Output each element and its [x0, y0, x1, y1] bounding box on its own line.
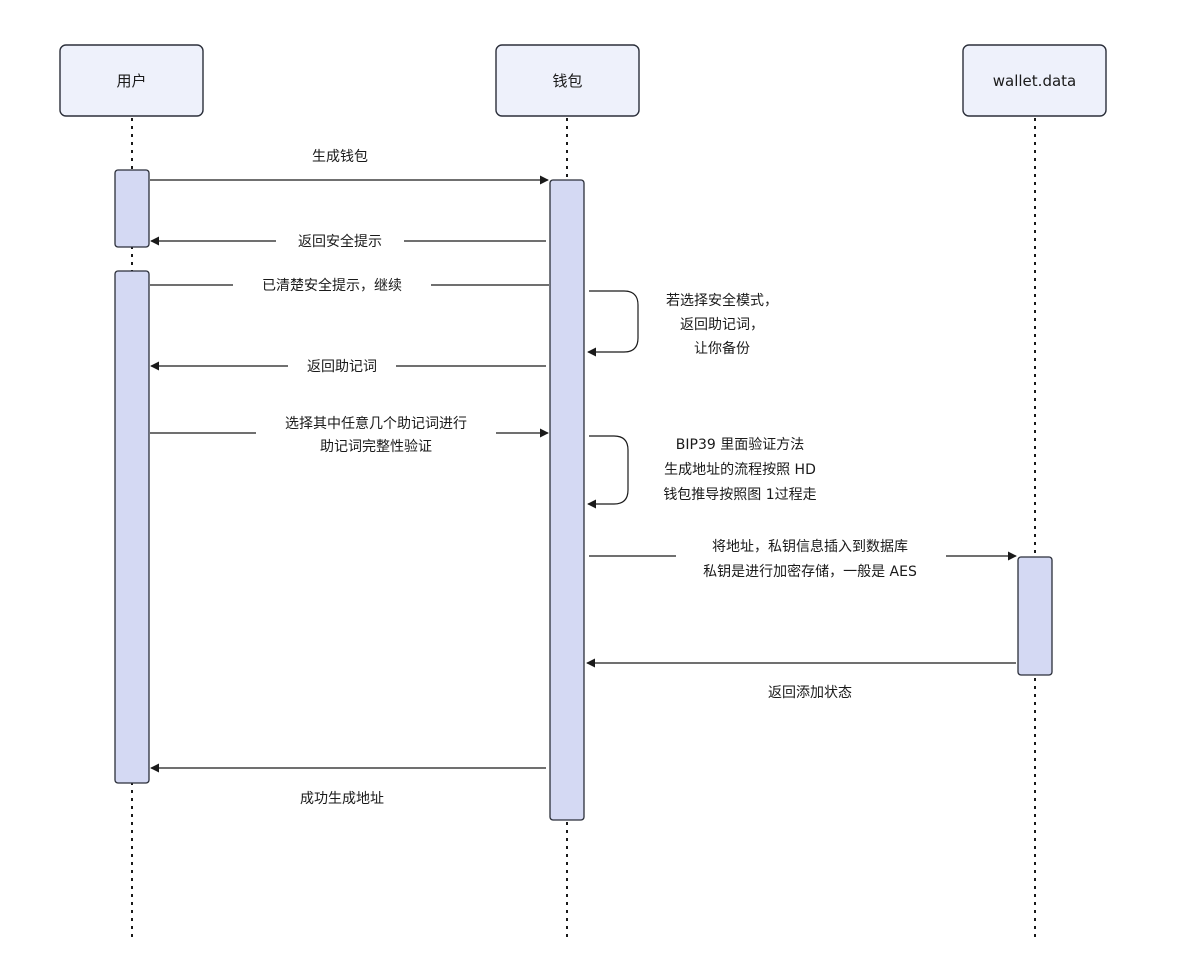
self-message-secure-mode: 若选择安全模式， 返回助记词， 让你备份 — [587, 290, 778, 357]
self-message-bip39-line2: 生成地址的流程按照 HD — [664, 462, 816, 478]
message-address-success: 成功生成地址 — [150, 763, 546, 807]
message-return-add-status-label: 返回添加状态 — [768, 685, 852, 701]
message-return-security-tip: 返回安全提示 — [150, 231, 546, 251]
message-insert-db-line2: 私钥是进行加密存储，一般是 AES — [703, 563, 917, 580]
self-message-secure-mode-line1: 若选择安全模式， — [666, 292, 778, 309]
activation-user-2 — [114, 270, 150, 784]
message-verify-mnemonic-line1: 选择其中任意几个助记词进行 — [285, 415, 467, 432]
message-create-wallet: 生成钱包 — [150, 149, 549, 185]
actor-user[interactable]: 用户 — [59, 44, 204, 117]
self-message-bip39: BIP39 里面验证方法 生成地址的流程按照 HD 钱包推导按照图 1过程走 — [587, 435, 817, 509]
message-address-success-label: 成功生成地址 — [300, 791, 384, 807]
message-return-mnemonic-label: 返回助记词 — [307, 359, 377, 375]
message-verify-mnemonic-line2: 助记词完整性验证 — [320, 439, 432, 455]
self-message-secure-mode-line2: 返回助记词， — [680, 317, 764, 333]
activation-wallet — [549, 179, 585, 821]
message-return-add-status: 返回添加状态 — [586, 658, 1016, 701]
actor-wallet[interactable]: 钱包 — [495, 44, 640, 117]
message-verify-mnemonic: 选择其中任意几个助记词进行 助记词完整性验证 — [150, 411, 549, 455]
self-message-bip39-line3: 钱包推导按照图 1过程走 — [663, 487, 816, 503]
activation-storage — [1017, 556, 1053, 676]
actor-wallet-label: 钱包 — [552, 72, 582, 90]
message-return-mnemonic: 返回助记词 — [150, 356, 546, 376]
message-ack-continue: 已清楚安全提示，继续 — [150, 275, 549, 295]
self-message-bip39-line1: BIP39 里面验证方法 — [676, 437, 804, 453]
self-message-secure-mode-line3: 让你备份 — [694, 340, 750, 357]
message-ack-continue-label: 已清楚安全提示，继续 — [262, 277, 402, 294]
activation-user-1 — [114, 169, 150, 248]
message-return-security-tip-label: 返回安全提示 — [298, 233, 382, 250]
message-insert-db: 将地址，私钥信息插入到数据库 私钥是进行加密存储，一般是 AES — [589, 535, 1017, 580]
actor-storage-label: wallet.data — [993, 72, 1076, 90]
actor-storage[interactable]: wallet.data — [962, 44, 1107, 117]
message-create-wallet-label: 生成钱包 — [312, 149, 368, 165]
actor-user-label: 用户 — [116, 72, 146, 90]
message-insert-db-line1: 将地址，私钥信息插入到数据库 — [712, 538, 908, 555]
